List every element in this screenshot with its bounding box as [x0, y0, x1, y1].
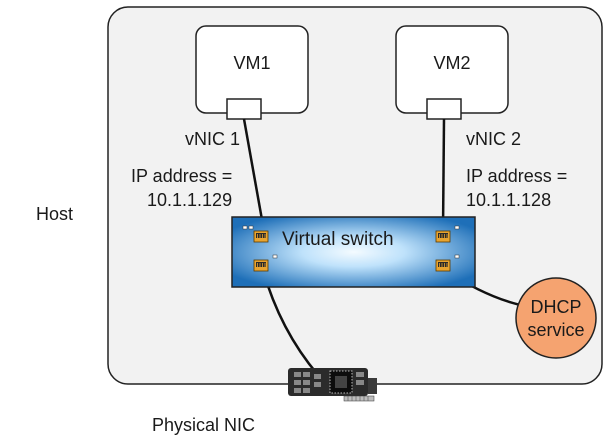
vnic2-box [426, 98, 462, 120]
vnic2-label: vNIC 2 [466, 129, 522, 149]
dhcp-service-circle [515, 277, 597, 359]
vnic1-box [226, 98, 262, 120]
vm1-ip-value: 10.1.1.129 [147, 190, 233, 210]
cable-vm2-switch [441, 118, 446, 232]
vnic1-label: vNIC 1 [185, 129, 241, 149]
vm2-ip-value: 10.1.1.128 [466, 190, 552, 210]
vm2-label: VM2 [433, 53, 471, 73]
host-label: Host [36, 204, 74, 224]
ethernet-port-icon [435, 225, 460, 243]
vm1-label: VM1 [233, 53, 271, 73]
ethernet-port-icon [435, 254, 460, 272]
ethernet-port-icon [253, 254, 278, 272]
network-card-icon [288, 368, 377, 402]
cable-vm1-switch [242, 118, 266, 232]
virtual-switch-box [231, 216, 476, 288]
vm1-ip-label: IP address = [131, 166, 233, 186]
virtual-switch-label: Virtual switch [282, 229, 394, 250]
ethernet-port-icon [242, 225, 269, 243]
dhcp-label-line1: DHCP [530, 297, 582, 317]
physical-nic-label: Physical NIC [152, 415, 256, 435]
dhcp-label-line2: service [527, 320, 585, 340]
vm2-ip-label: IP address = [466, 166, 568, 186]
